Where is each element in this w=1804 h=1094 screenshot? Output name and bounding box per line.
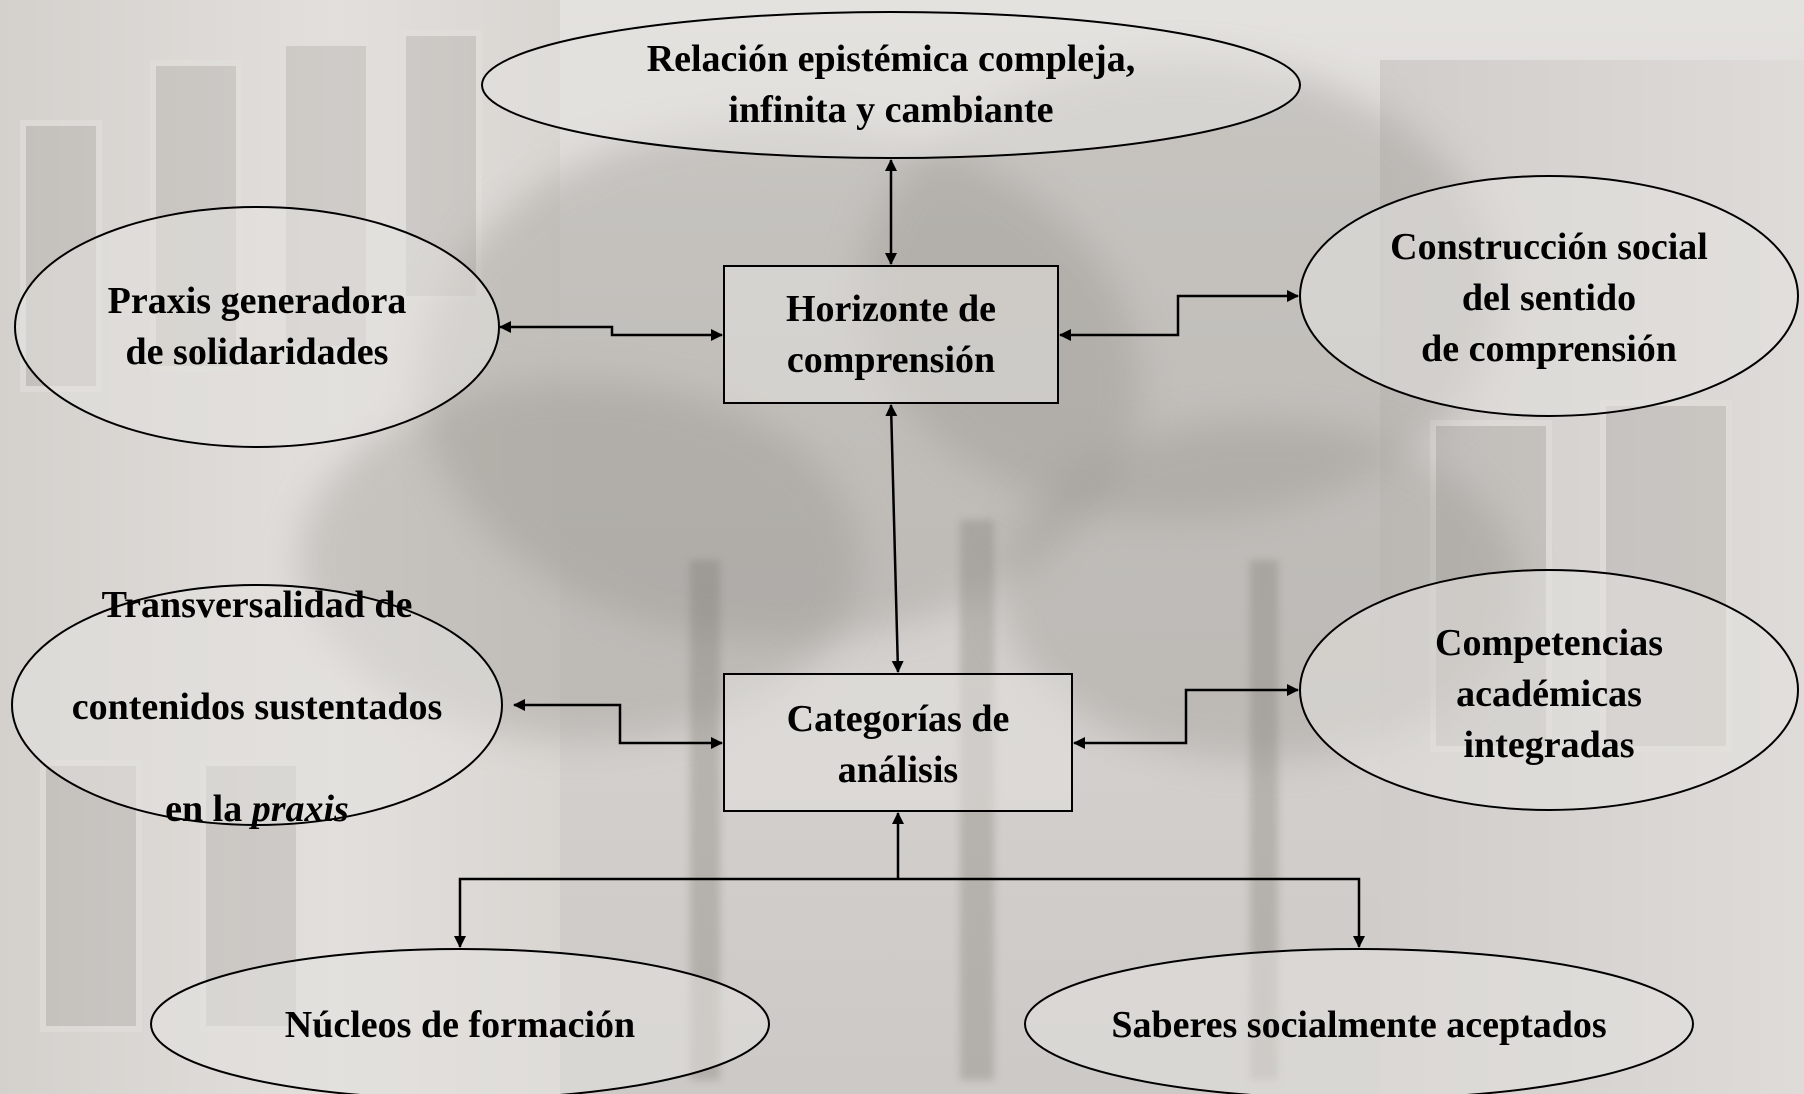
connector-praxis-horizonte	[499, 321, 723, 341]
transversalidad-line-3: en la	[165, 787, 252, 830]
connector-horizonte-categorias	[885, 404, 904, 673]
categorias-label: Categorías de análisis	[786, 698, 1010, 791]
transversalidad-line-1: Transversalidad de	[101, 583, 413, 626]
nucleos-label: Núcleos de formación	[284, 1003, 636, 1046]
connector-nucleos-branch	[454, 877, 898, 948]
construccion-label: Construcción social del sentido de compr…	[1390, 225, 1708, 370]
connector-transversalidad-categorias	[513, 699, 723, 749]
transversalidad-node	[11, 584, 503, 826]
relacion-label: Relación epistémica compleja, infinita y…	[646, 38, 1136, 131]
praxis-label: Praxis generadora de solidaridades	[107, 280, 407, 373]
transversalidad-praxis-italic: praxis	[251, 787, 349, 830]
connector-categorias-competencias	[1073, 684, 1299, 749]
competencias-node	[1299, 569, 1799, 811]
saberes-node	[1024, 948, 1694, 1094]
connector-saberes-branch	[898, 877, 1365, 948]
connector-horizonte-construccion	[1059, 290, 1299, 341]
saberes-label: Saberes socialmente aceptados	[1111, 1003, 1607, 1046]
transversalidad-label: Transversalidad de contenidos sustentado…	[30, 584, 484, 830]
categorias-node	[723, 673, 1073, 812]
relacion-node	[481, 11, 1301, 159]
transversalidad-line-2: contenidos sustentados	[71, 685, 443, 728]
construccion-node	[1299, 175, 1799, 417]
competencias-label: Competencias académicas integradas	[1435, 621, 1663, 766]
horizonte-label: Horizonte de comprensión	[785, 288, 996, 381]
nucleos-node	[150, 948, 770, 1094]
horizonte-node	[723, 265, 1059, 404]
